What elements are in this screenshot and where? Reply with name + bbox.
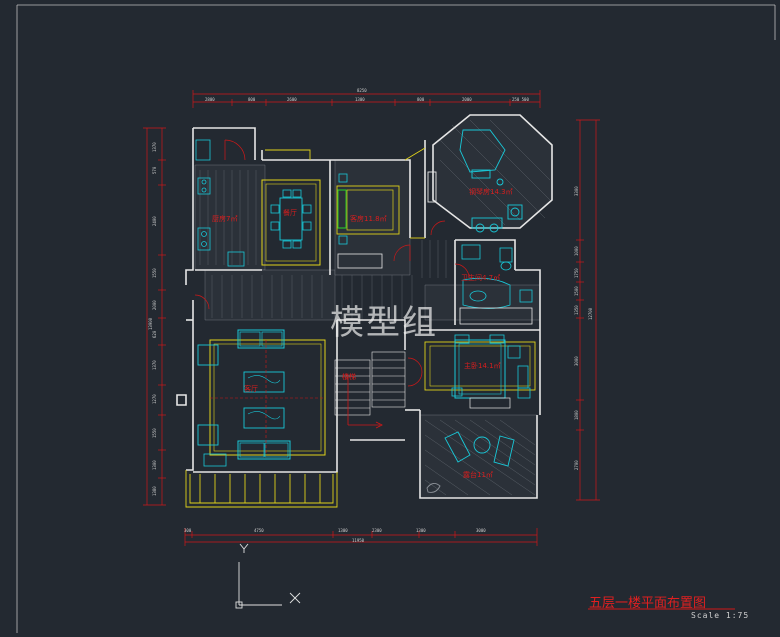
dim-top-seg: 800 <box>248 97 256 102</box>
room-label-kitchen: 厨房7㎡ <box>212 215 238 223</box>
dim-left-seg: 1270 <box>152 394 157 404</box>
dim-right-seg: 2700 <box>574 460 579 470</box>
door-swings <box>194 139 470 387</box>
room-label-master-bedroom: 主卧14.1㎡ <box>464 362 501 370</box>
dim-bottom-total: 11950 <box>352 538 365 543</box>
dim-bottom-seg: 3000 <box>476 528 486 533</box>
dim-left-seg: 1550 <box>152 428 157 438</box>
right-dimension-lines <box>576 119 600 501</box>
room-label-bathroom: 卫生间4.7㎡ <box>461 274 501 282</box>
dim-left-seg: 570 <box>152 166 157 174</box>
dim-left-seg: 1370 <box>152 360 157 370</box>
room-label-terrace: 露台11㎡ <box>463 471 493 479</box>
dim-left-seg: 1550 <box>152 268 157 278</box>
dim-right-seg: 3000 <box>574 356 579 366</box>
dim-right-seg: 1750 <box>574 268 579 278</box>
dim-top-total: 8250 <box>357 88 367 93</box>
dim-left-seg: 1370 <box>152 142 157 152</box>
living-room-furniture <box>197 329 326 467</box>
staircase <box>334 351 406 429</box>
bottom-dimension-lines <box>184 528 538 546</box>
ucs-axis-icon <box>235 543 301 609</box>
room-label-piano: 钢琴房14.3㎡ <box>469 188 513 196</box>
room-label-guest-bedroom: 客房11.8㎡ <box>350 215 387 223</box>
dim-left-seg: 2000 <box>152 300 157 310</box>
dim-left-seg: 2400 <box>152 216 157 226</box>
balcony-railings <box>185 147 426 508</box>
dim-bottom-seg: 1300 <box>338 528 348 533</box>
dim-top-seg: 2800 <box>205 97 215 102</box>
watermark-text: 模型组 <box>330 303 438 343</box>
guest-bedroom-furniture <box>336 173 400 269</box>
top-dimension-lines <box>192 90 541 108</box>
room-label-stair: 楼梯 <box>342 373 356 381</box>
dim-right-seg: 1500 <box>574 286 579 296</box>
dim-top-seg: 800 <box>417 97 425 102</box>
dim-top-seg: 2600 <box>287 97 297 102</box>
kitchen-fixtures <box>195 139 245 267</box>
dim-left-seg: 620 <box>152 330 157 338</box>
left-dimension-lines <box>143 127 166 506</box>
master-bedroom-furniture <box>424 334 536 409</box>
dim-right-seg: 1000 <box>574 246 579 256</box>
drawing-scale: Scale 1:75 <box>691 611 750 620</box>
dim-top-seg: 1300 <box>355 97 365 102</box>
dim-bottom-seg: 4750 <box>254 528 264 533</box>
room-label-living: 客厅 <box>244 385 258 393</box>
dim-left-seg: 1300 <box>152 460 157 470</box>
dim-bottom-seg: 1300 <box>416 528 426 533</box>
drawing-frame <box>16 4 776 633</box>
dim-top-seg: 2000 <box>462 97 472 102</box>
drawing-title: 五层一楼平面布置图 <box>589 596 707 611</box>
terrace-furniture <box>426 431 515 493</box>
dim-left-total: 13900 <box>148 317 153 330</box>
dim-right-seg: 3300 <box>574 186 579 196</box>
dining-set <box>261 179 321 266</box>
dim-bottom-seg: 2300 <box>372 528 382 533</box>
dim-right-total: 12700 <box>588 307 593 320</box>
room-label-dining: 餐厅 <box>283 209 297 217</box>
dim-top-seg: 250 500 <box>512 97 529 102</box>
walls <box>176 114 553 499</box>
bathroom-fixtures <box>459 244 533 325</box>
dim-right-seg: 1350 <box>574 305 579 315</box>
dim-left-seg: 1380 <box>152 486 157 496</box>
floor-hatch-lines <box>199 119 551 496</box>
dim-right-seg: 1800 <box>574 410 579 420</box>
dim-bottom-seg: 300 <box>184 528 192 533</box>
piano-room-furniture <box>427 129 523 233</box>
